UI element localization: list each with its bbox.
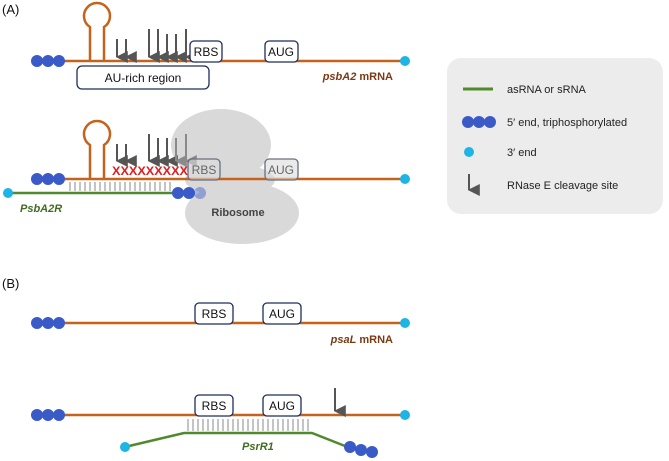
rbs-box <box>187 158 221 181</box>
rbs-label: RBS <box>192 163 217 177</box>
au-rich-region-label: AU-rich region <box>105 71 182 85</box>
aug-box <box>262 394 302 417</box>
au-rich-region-box <box>76 65 210 90</box>
psrr1-label: PsrR1 <box>242 441 274 453</box>
psba2-mrna-with-psba2r: Ribosome XXXXXXXXX RBS <box>3 109 410 244</box>
rbs-box <box>194 394 234 417</box>
legend-three-prime-icon <box>464 147 474 157</box>
panel-a-label: (A) <box>2 2 19 17</box>
three-prime-end <box>400 318 410 328</box>
psal-gene-name: psaL <box>330 334 357 346</box>
psba2-gene-name: psbA2 <box>322 71 357 83</box>
aug-label: AUG <box>268 45 294 59</box>
stem-loop <box>82 1 112 61</box>
psal-mrna-label: psaL mRNA <box>330 334 393 346</box>
rnase-e-cleavage-arrows <box>115 134 197 167</box>
psba2r-triphosphate-five-prime-end <box>172 187 206 199</box>
three-prime-end <box>400 410 410 420</box>
panel-b-label: (B) <box>2 276 19 291</box>
legend-asrna-text: asRNA or sRNA <box>507 84 587 96</box>
legend-three-prime-text: 3′ end <box>507 147 537 159</box>
psrr1-strand <box>128 431 346 448</box>
legend-five-prime-text: 5′ end, triphosphorylated <box>507 117 627 129</box>
triphosphate-five-prime-end <box>31 317 65 329</box>
psal-mrna-with-psrr1: RBS AUG PsrR1 <box>31 388 410 458</box>
psba2-mrna-top: RBS AUG AU-rich region psbA2 mRNA <box>31 1 410 90</box>
three-prime-end <box>400 174 410 184</box>
aug-label: AUG <box>269 399 295 413</box>
legend-five-prime-icon <box>462 116 496 128</box>
triphosphate-five-prime-end <box>31 409 65 421</box>
aug-label: AUG <box>269 307 295 321</box>
triphosphate-five-prime-end <box>31 55 65 67</box>
base-pairing-ticks <box>187 419 309 431</box>
aug-box <box>262 302 302 325</box>
psrr1-three-prime-end <box>120 442 130 452</box>
three-prime-end <box>400 56 410 66</box>
psal-mrna-suffix: mRNA <box>356 334 393 346</box>
legend-background <box>447 58 663 214</box>
rbs-label: RBS <box>202 307 227 321</box>
aug-label: AUG <box>268 163 294 177</box>
legend: asRNA or sRNA 5′ end, triphosphorylated … <box>447 58 663 214</box>
ribosome-label: Ribosome <box>211 207 264 219</box>
base-pairing-ticks <box>69 182 171 191</box>
triphosphate-five-prime-end <box>31 173 65 185</box>
psba2-mrna-suffix: mRNA <box>356 71 393 83</box>
legend-cleavage-text: RNase E cleavage site <box>507 180 618 192</box>
aug-box <box>264 40 299 63</box>
psba2r-label: PsbA2R <box>20 203 62 215</box>
psba2-mrna-label: psbA2 mRNA <box>322 71 393 83</box>
blocked-cleavage-marks: XXXXXXXXX <box>112 164 188 178</box>
rnase-e-cleavage-arrows <box>115 29 197 63</box>
psrr1-triphosphate-five-prime-end <box>344 441 378 458</box>
rbs-box <box>189 40 223 63</box>
rbs-box <box>194 302 234 325</box>
psal-mrna-top: RBS AUG psaL mRNA <box>31 302 410 346</box>
psba2r-three-prime-end <box>3 188 13 198</box>
stem-loop <box>82 119 112 179</box>
rbs-label: RBS <box>202 399 227 413</box>
aug-box <box>264 158 299 181</box>
rbs-label: RBS <box>194 45 219 59</box>
